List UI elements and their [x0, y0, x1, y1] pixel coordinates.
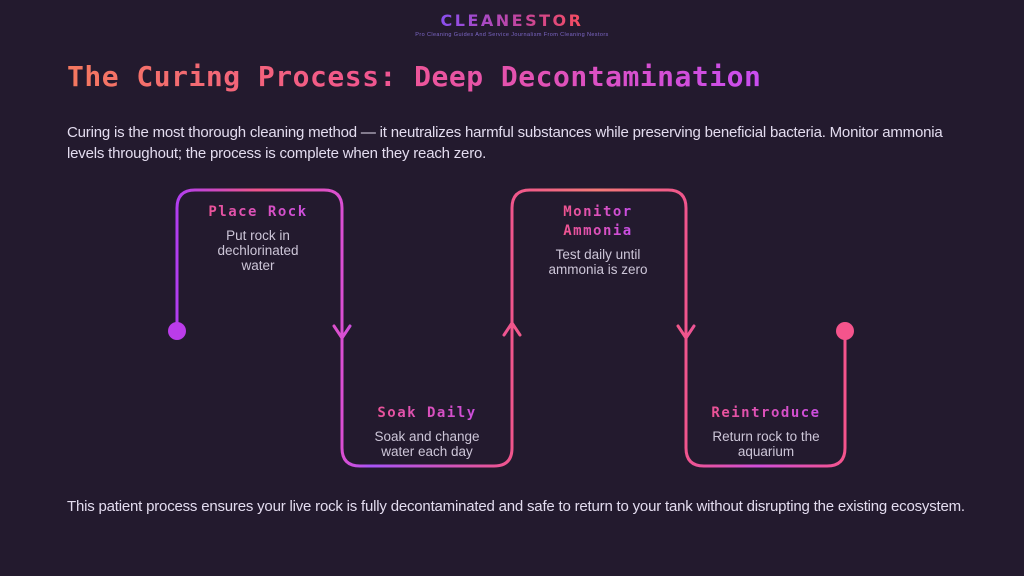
step-title: Place Rock: [173, 203, 343, 222]
start-dot: [168, 322, 186, 340]
footer-paragraph: This patient process ensures your live r…: [67, 498, 965, 515]
page-title: The Curing Process: Deep Decontamination: [67, 60, 762, 93]
flow-path: [175, 188, 847, 468]
step-title: Monitor Ammonia: [552, 203, 644, 241]
arrow-up-icon: [502, 321, 522, 337]
cleanestor-logo: CLEANESTOR: [440, 11, 584, 30]
step-description: Test daily until ammonia is zero: [548, 247, 648, 277]
step-title: Reintroduce: [681, 404, 851, 423]
logo-tagline: Pro Cleaning Guides And Service Journali…: [415, 32, 609, 38]
step-soak-daily: Soak Daily Soak and change water each da…: [342, 404, 512, 459]
end-dot: [836, 322, 854, 340]
intro-paragraph: Curing is the most thorough cleaning met…: [67, 124, 943, 162]
arrow-down-icon: [332, 324, 352, 340]
step-description: Put rock in dechlorinated water: [217, 228, 299, 273]
step-reintroduce: Reintroduce Return rock to the aquarium: [681, 404, 851, 459]
step-monitor-ammonia: Monitor Ammonia Test daily until ammonia…: [513, 203, 683, 277]
step-description: Return rock to the aquarium: [712, 429, 820, 459]
step-title: Soak Daily: [342, 404, 512, 423]
header: CLEANESTOR Pro Cleaning Guides And Servi…: [0, 11, 1024, 38]
step-description: Soak and change water each day: [374, 429, 480, 459]
step-place-rock: Place Rock Put rock in dechlorinated wat…: [173, 203, 343, 273]
arrow-down-icon: [676, 324, 696, 340]
